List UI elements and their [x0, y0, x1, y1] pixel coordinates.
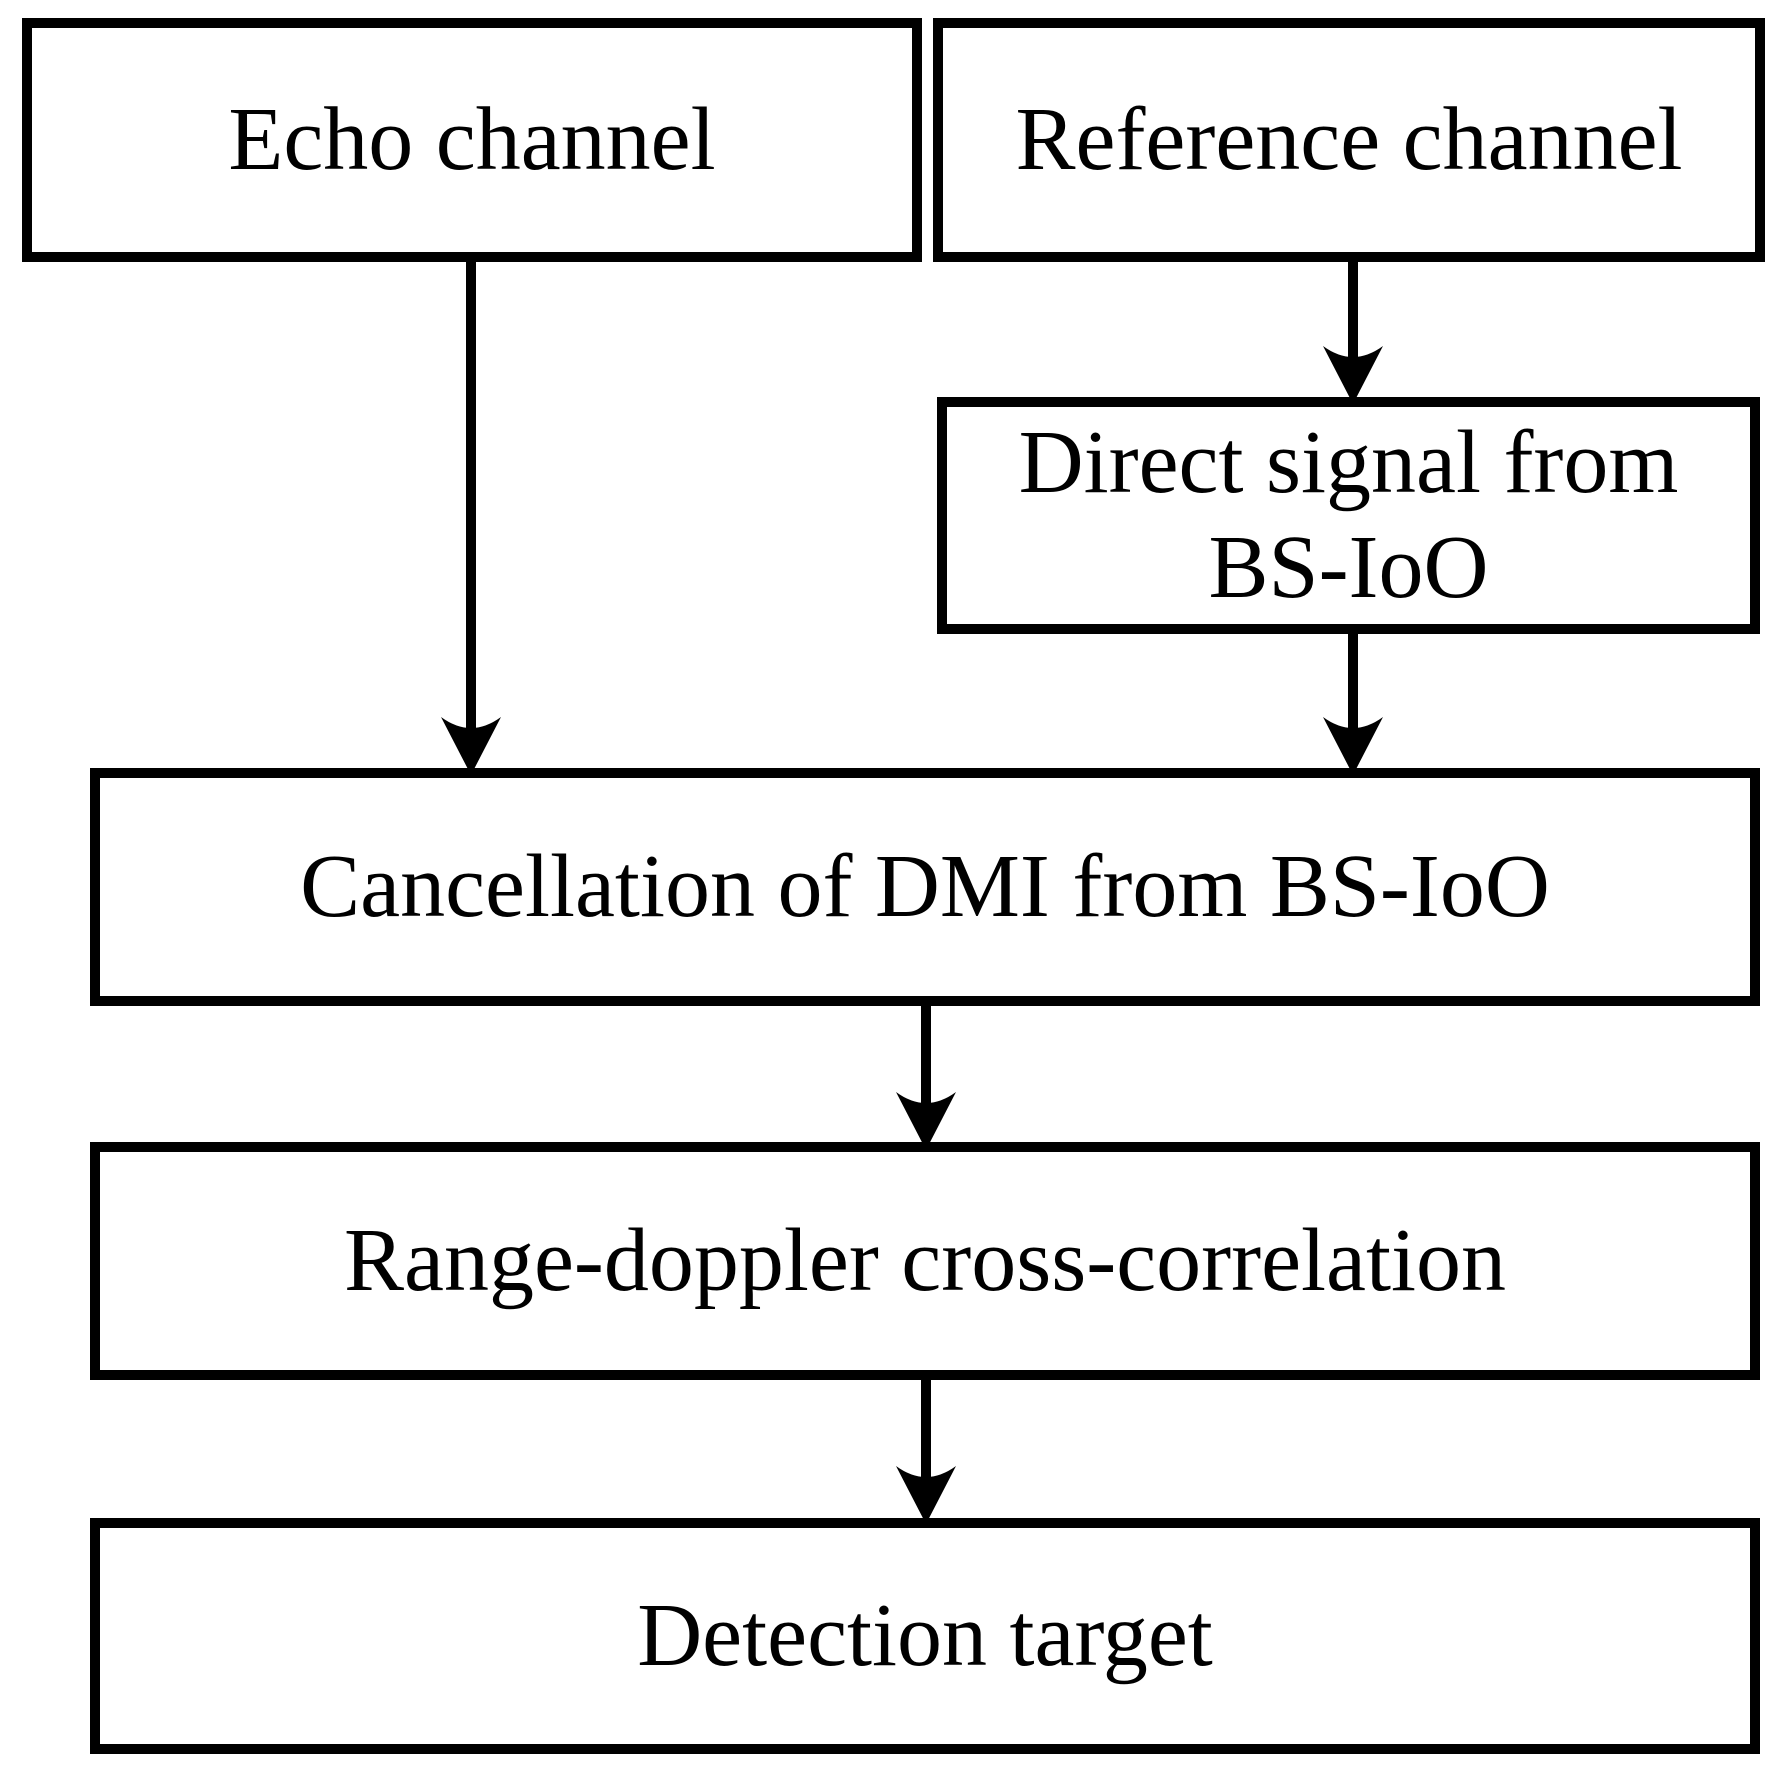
arrow-shaft	[921, 1006, 931, 1118]
box-direct-signal-label-line1: Direct signal from	[1018, 413, 1679, 513]
arrowhead-down-icon	[441, 717, 501, 775]
arrow-shaft	[921, 1380, 931, 1492]
box-reference-channel-label: Reference channel	[1015, 89, 1683, 189]
box-detection-target: Detection target	[90, 1518, 1760, 1754]
arrowhead-down-icon	[1323, 346, 1383, 404]
box-cancellation-dmi-label: Cancellation of DMI from BS-IoO	[300, 836, 1550, 936]
box-range-doppler: Range-doppler cross-correlation	[90, 1142, 1760, 1380]
box-echo-channel-label: Echo channel	[228, 89, 716, 189]
box-reference-channel: Reference channel	[933, 18, 1765, 262]
box-echo-channel: Echo channel	[22, 18, 922, 262]
arrow-echo-to-cancellation	[441, 262, 501, 775]
arrow-cancellation-to-range-doppler	[896, 1006, 956, 1150]
arrow-shaft	[1348, 262, 1358, 372]
arrow-direct-signal-to-cancellation	[1323, 633, 1383, 775]
box-range-doppler-label: Range-doppler cross-correlation	[343, 1210, 1507, 1310]
box-direct-signal: Direct signal from BS-IoO	[937, 397, 1760, 634]
box-detection-target-label: Detection target	[637, 1585, 1213, 1685]
arrowhead-down-icon	[896, 1466, 956, 1524]
box-direct-signal-label-line2: BS-IoO	[1208, 517, 1489, 617]
arrow-reference-to-direct-signal	[1323, 262, 1383, 404]
arrow-shaft	[1348, 633, 1358, 743]
arrow-range-doppler-to-detection	[896, 1380, 956, 1524]
box-cancellation-dmi: Cancellation of DMI from BS-IoO	[90, 768, 1760, 1006]
arrowhead-down-icon	[896, 1092, 956, 1150]
arrow-shaft	[466, 262, 476, 742]
arrowhead-down-icon	[1323, 717, 1383, 775]
